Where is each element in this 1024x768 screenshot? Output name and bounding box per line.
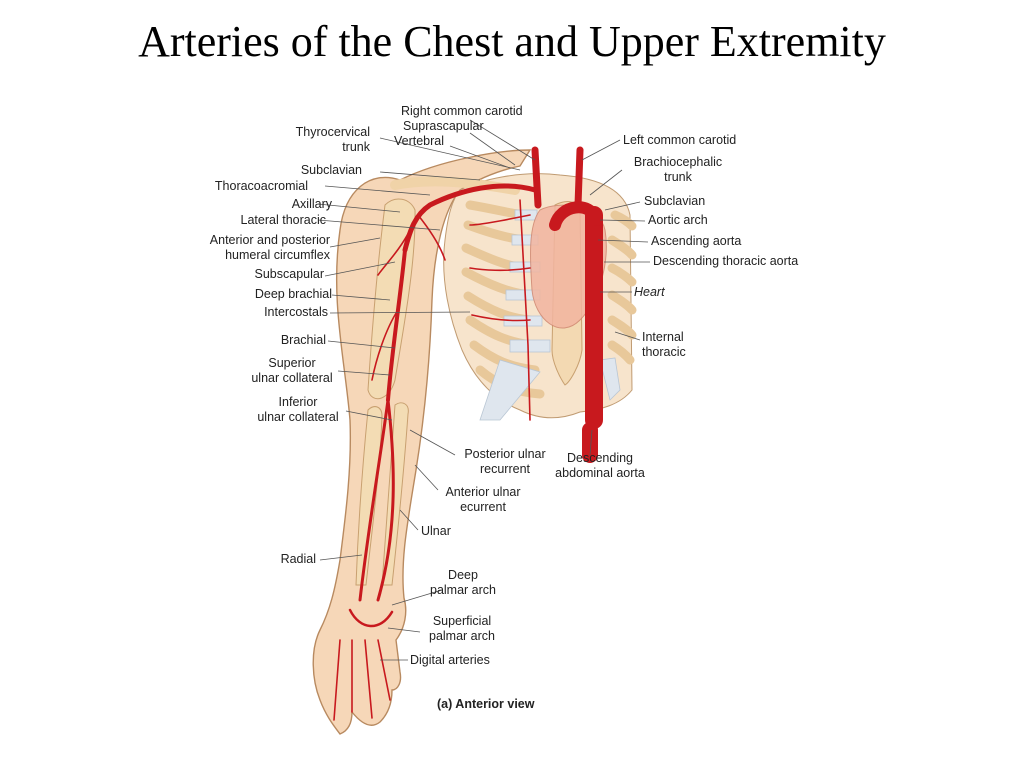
subclavian-axillary-artery: [402, 183, 538, 253]
label-vertebral: Vertebral: [394, 134, 445, 148]
radius-bone: [355, 406, 383, 586]
label-deep-brachial: Deep brachial: [254, 287, 332, 301]
label-suprascapular: Suprascapular: [403, 119, 484, 133]
label-aortic-arch: Aortic arch: [648, 213, 708, 227]
label-ascending-aorta: Ascending aorta: [651, 234, 742, 248]
figure-caption: (a) Anterior view: [437, 697, 535, 711]
label-lateral-thoracic: Lateral thoracic: [240, 213, 326, 227]
label-thoracoacromial: Thoracoacromial: [214, 179, 308, 193]
left-common-carotid-artery: [574, 146, 584, 209]
label-digital-arteries: Digital arteries: [410, 653, 490, 667]
label-radial: Radial: [280, 552, 316, 566]
radial-artery: [358, 398, 390, 602]
label-axillary: Axillary: [291, 197, 332, 211]
ulnar-artery: [376, 398, 395, 602]
aortic-arch-artery: [549, 201, 603, 231]
label-left-common-carotid: Left common carotid: [623, 133, 737, 147]
brachial-artery: [386, 248, 407, 402]
slide-title: Arteries of the Chest and Upper Extremit…: [138, 17, 886, 66]
right-common-carotid-artery: [531, 146, 542, 209]
palmar-arch: [348, 608, 394, 628]
label-subclavian-left: Subclavian: [644, 194, 706, 208]
label-subclavian-right: Subclavian: [300, 163, 362, 177]
label-subscapular: Subscapular: [254, 267, 325, 281]
arm-skin: [312, 149, 532, 735]
costal-cartilage: [479, 209, 621, 421]
arteries: [333, 146, 603, 721]
label-intercostals: Intercostals: [264, 305, 328, 319]
label-heart: Heart: [634, 285, 665, 299]
leader-lines: [317, 119, 650, 661]
label-descending-thoracic-aorta: Descending thoracic aorta: [653, 254, 799, 268]
label-brachial: Brachial: [280, 333, 326, 347]
label-right-common-carotid: Right common carotid: [401, 104, 523, 118]
label-ulnar: Ulnar: [421, 524, 451, 538]
